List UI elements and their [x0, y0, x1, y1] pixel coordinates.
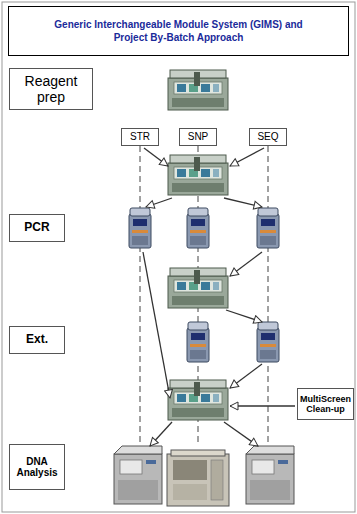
str-lane-line: [140, 146, 141, 442]
title-text: Generic Interchangeable Module System (G…: [37, 18, 320, 44]
liquid-handler: [168, 155, 228, 195]
node-text: PCR: [24, 221, 49, 235]
flow-arrow: [230, 148, 264, 166]
liquid-handler: [168, 70, 228, 110]
liquid-handler: [168, 380, 228, 420]
step-label-box: DNA Analysis: [9, 444, 65, 490]
workflow-label: SNP: [179, 128, 217, 146]
node-text: STR: [130, 131, 150, 143]
pcr-machine: [129, 208, 151, 248]
workflow-label: STR: [121, 128, 159, 146]
flow-arrow: [230, 252, 262, 276]
cleanup-box: MultiScreen Clean-up: [297, 388, 354, 420]
flow-arrow: [224, 198, 262, 207]
flow-arrow: [230, 405, 295, 406]
flow-arrow: [230, 364, 262, 388]
node-text: Ext.: [26, 333, 48, 347]
dna-analyzer: [167, 450, 229, 506]
flow-arrow: [144, 148, 168, 166]
dna-analyzer: [114, 446, 162, 504]
flow-arrow: [143, 252, 170, 398]
node-text: SEQ: [257, 131, 278, 143]
title-box: Generic Interchangeable Module System (G…: [8, 6, 349, 56]
pcr-machine: [257, 208, 279, 248]
flow-arrow: [150, 422, 172, 446]
node-text: MultiScreen Clean-up: [300, 394, 351, 415]
step-label-box: PCR: [9, 214, 65, 242]
pcr-machine: [187, 322, 209, 362]
step-label-box: Reagent prep: [9, 68, 93, 110]
node-text: DNA Analysis: [13, 456, 61, 479]
seq-lane-line: [268, 146, 269, 442]
flow-arrow: [146, 198, 172, 207]
pcr-machine: [257, 322, 279, 362]
liquid-handler: [168, 268, 228, 308]
node-text: Reagent prep: [13, 73, 89, 105]
flow-arrow: [224, 422, 258, 446]
pcr-machine: [187, 208, 209, 248]
step-label-box: Ext.: [9, 326, 65, 354]
node-text: SNP: [188, 131, 209, 143]
flow-arrow: [226, 310, 262, 322]
workflow-label: SEQ: [249, 128, 287, 146]
dna-analyzer: [246, 446, 294, 504]
